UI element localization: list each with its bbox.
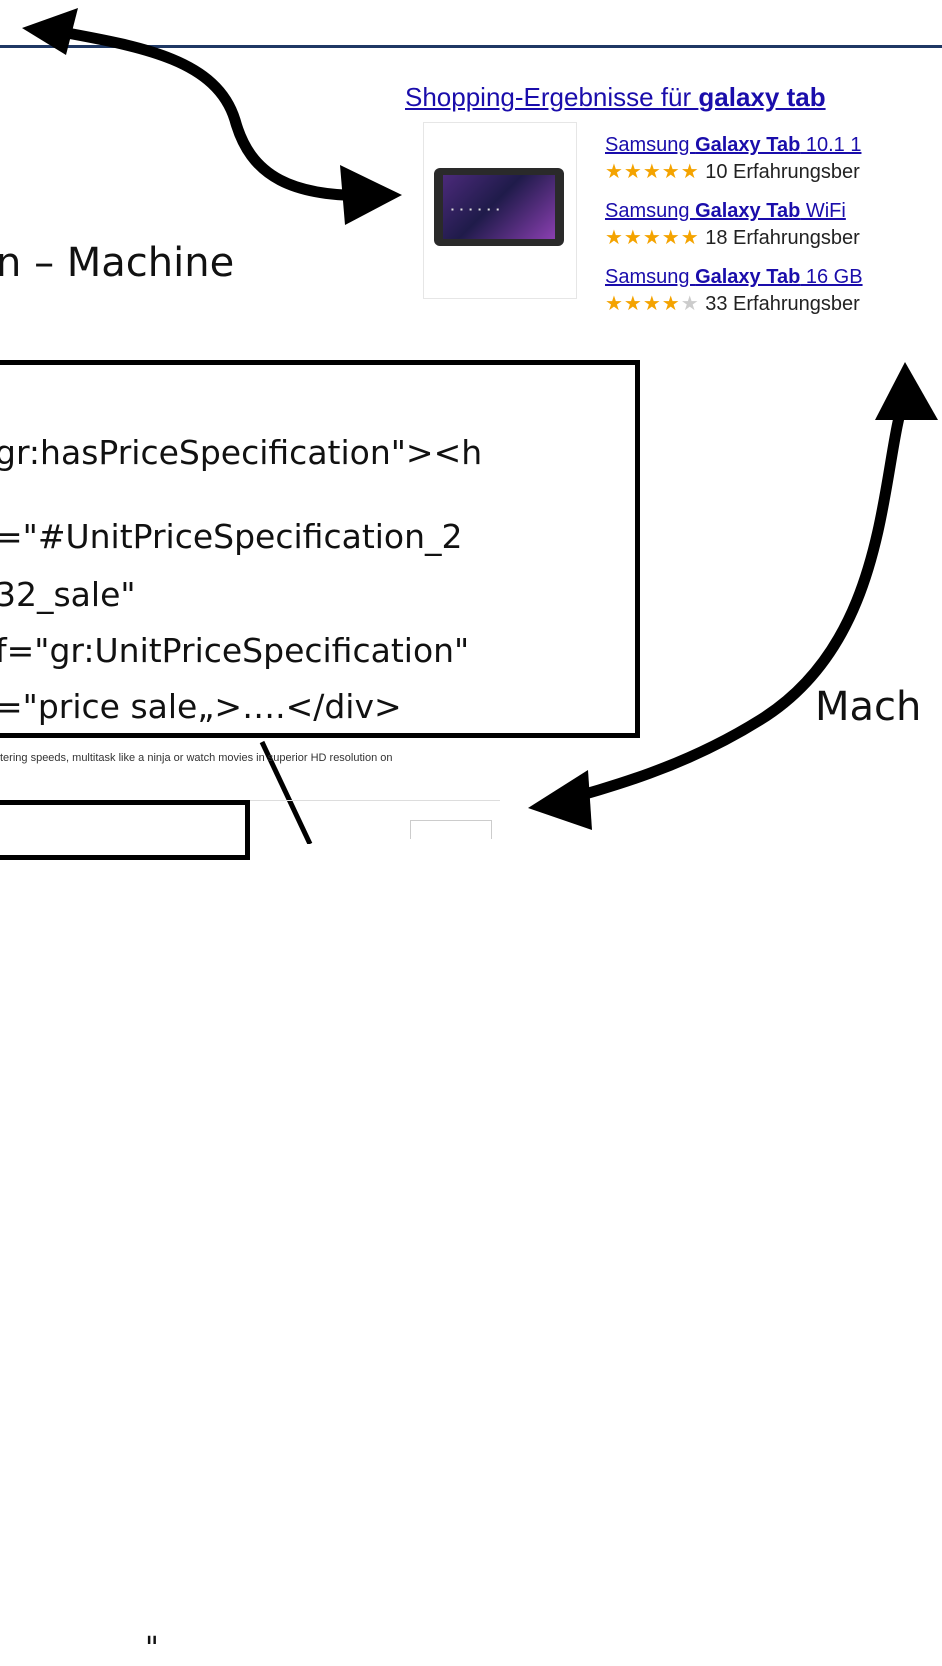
review-count: 10 Erfahrungsber xyxy=(705,161,860,183)
web-page-snippet: tering speeds, multitask like a ninja or… xyxy=(0,752,393,764)
arrows-overlay xyxy=(22,8,938,844)
right-heading: Mach xyxy=(815,684,922,730)
shopping-results: Shopping-Ergebnisse für galaxy tab ▪ ▪ ▪… xyxy=(405,82,942,327)
rating-stars-icon: ★★★★★ xyxy=(605,293,700,315)
code-snippet-box: gr:hasPriceSpecification"><h ="#UnitPric… xyxy=(0,360,640,738)
review-count: 33 Erfahrungsber xyxy=(705,293,860,315)
result-rating: ★★★★★ 10 Erfahrungsber xyxy=(605,159,863,184)
arrow-machine-to-shopping xyxy=(539,389,911,811)
shopping-title[interactable]: Shopping-Ergebnisse für galaxy tab xyxy=(405,82,942,113)
rating-stars-icon: ★★★★★ xyxy=(605,161,700,183)
arrow-human-to-shopping xyxy=(34,22,391,202)
tablet-icon: ▪ ▪ ▪ ▪ ▪ ▪ xyxy=(434,168,564,246)
result-item: Samsung Galaxy Tab 10.1 1 ★★★★★ 10 Erfah… xyxy=(605,134,863,200)
web-input-fragment xyxy=(410,820,492,839)
result-item: Samsung Galaxy Tab 16 GB ★★★★★ 33 Erfahr… xyxy=(605,266,863,332)
product-thumbnail[interactable]: ▪ ▪ ▪ ▪ ▪ ▪ xyxy=(423,122,577,299)
result-link[interactable]: Samsung Galaxy Tab WiFi xyxy=(605,200,846,222)
code-line: ="#UnitPriceSpecification_2 xyxy=(0,517,463,556)
code-line: 32_sale" xyxy=(0,575,136,614)
small-box-text: " xyxy=(145,1631,159,1666)
connector-line xyxy=(259,740,313,844)
left-heading: n – Machine xyxy=(0,240,235,286)
shopping-title-query: galaxy tab xyxy=(698,82,826,112)
review-count: 18 Erfahrungsber xyxy=(705,227,860,249)
arrowhead-top-left xyxy=(22,8,78,55)
web-divider xyxy=(250,800,500,801)
result-rating: ★★★★★ 33 Erfahrungsber xyxy=(605,291,863,316)
result-item: Samsung Galaxy Tab WiFi ★★★★★ 18 Erfahru… xyxy=(605,200,863,266)
title-rule xyxy=(0,45,942,48)
shopping-title-prefix: Shopping-Ergebnisse für xyxy=(405,82,699,112)
code-line: f="gr:UnitPriceSpecification" xyxy=(0,631,470,670)
result-link[interactable]: Samsung Galaxy Tab 10.1 1 xyxy=(605,134,862,156)
result-rating: ★★★★★ 18 Erfahrungsber xyxy=(605,225,863,250)
code-line: ="price sale„>….</div> xyxy=(0,687,402,726)
result-list: Samsung Galaxy Tab 10.1 1 ★★★★★ 10 Erfah… xyxy=(605,134,863,332)
result-link[interactable]: Samsung Galaxy Tab 16 GB xyxy=(605,266,863,288)
rating-stars-icon: ★★★★★ xyxy=(605,227,700,249)
arrowhead-shopping xyxy=(340,165,402,225)
code-line: gr:hasPriceSpecification"><h xyxy=(0,433,483,472)
arrowhead-shopping-bottom xyxy=(875,362,938,420)
small-code-box: " xyxy=(0,800,250,1666)
arrowhead-web xyxy=(528,770,592,830)
